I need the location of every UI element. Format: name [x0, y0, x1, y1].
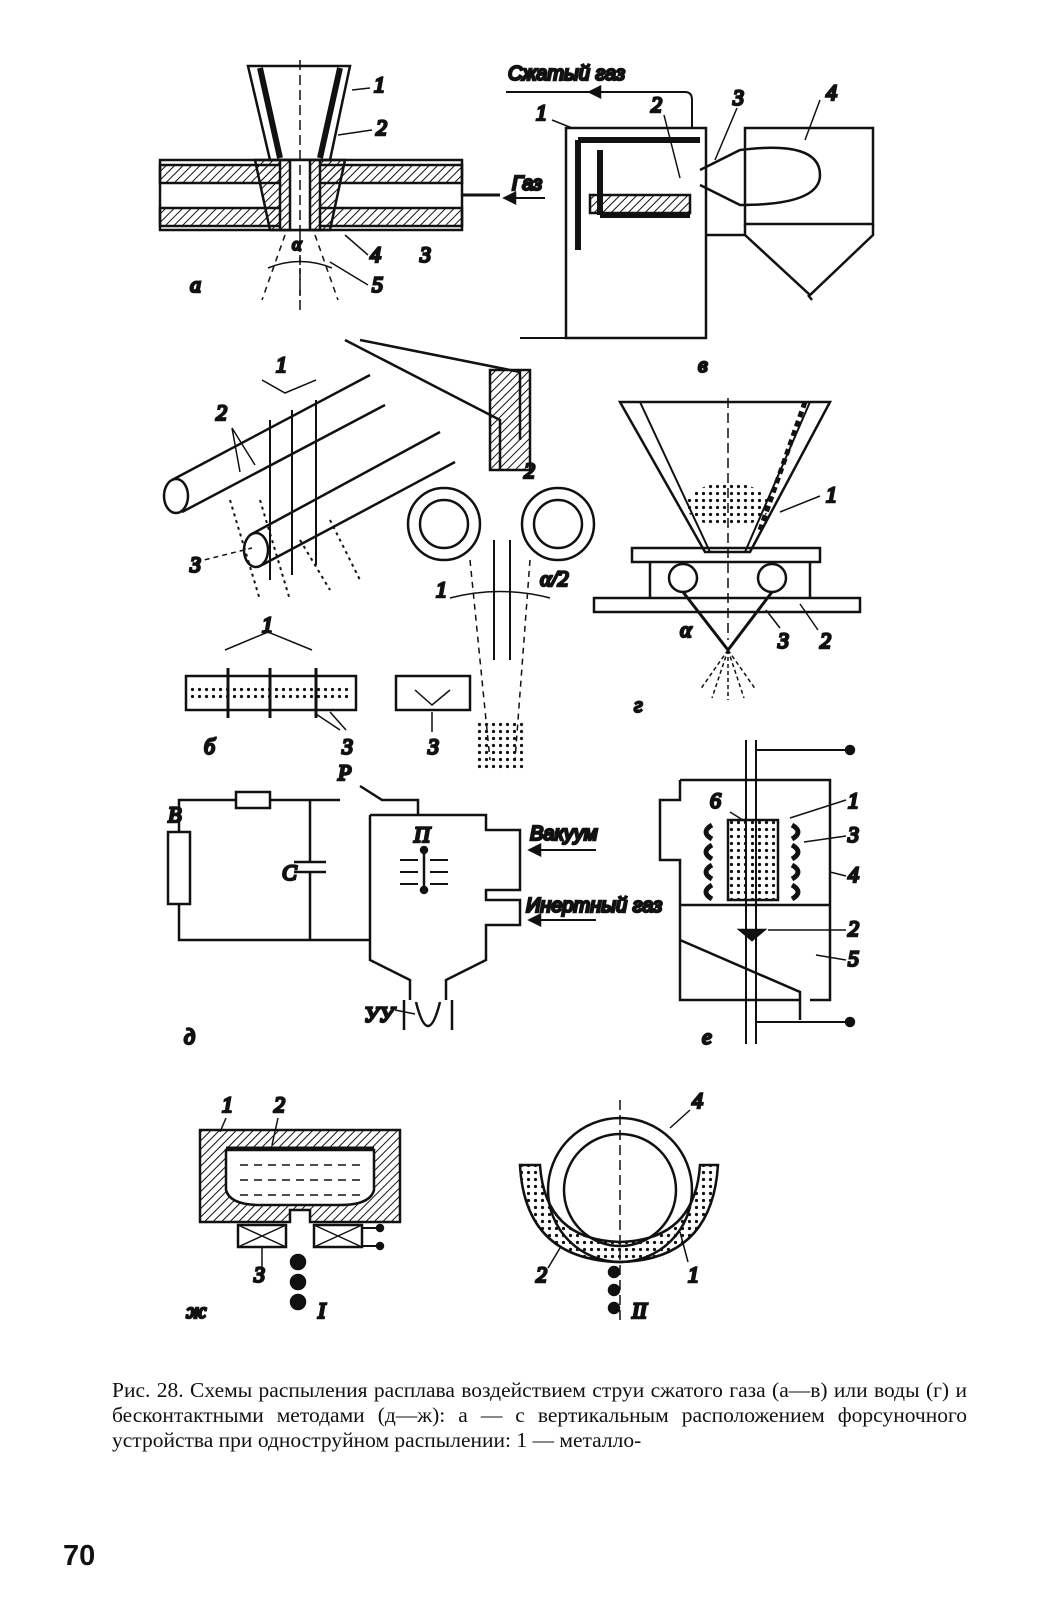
panel-b-callout-3c: 3	[427, 734, 439, 759]
panel-v-callout-4: 4	[826, 80, 837, 105]
panel-zh-letter: ж	[186, 1298, 207, 1323]
panel-e-callout-3: 3	[847, 822, 859, 847]
page-number: 70	[63, 1540, 96, 1572]
caption-prefix: Рис. 28.	[112, 1378, 184, 1402]
panel-g-callout-1: 1	[826, 482, 837, 507]
caption-text: Схемы распыления расплава воздействием с…	[112, 1378, 967, 1452]
panel-d-label-S: С	[282, 860, 297, 885]
panel-v: Сжатый газ 1 2 3 4 в	[506, 62, 875, 378]
panel-d-inert-gas-label: Инертный газ	[526, 895, 662, 917]
panel-g: 1 3 2 α г	[592, 398, 862, 718]
panel-zh-callout-4: 4	[692, 1088, 703, 1113]
panel-v-callout-3: 3	[732, 85, 744, 110]
panel-b-callout-3: 2	[216, 400, 227, 425]
panel-e-callout-5: 5	[848, 946, 859, 971]
panel-b-callout-2: 3	[189, 552, 201, 577]
panel-a-letter: а	[190, 272, 201, 297]
panel-zh-roman-I: I	[317, 1298, 327, 1323]
panel-e-callout-4: 4	[848, 862, 859, 887]
panel-d-label-UU: УУ	[364, 1002, 397, 1027]
panel-v-letter: в	[698, 352, 708, 377]
panel-g-callout-3: 3	[777, 628, 789, 653]
panel-b-callout-1b: 1	[436, 577, 447, 602]
figure-28-schemes: 1 2 3 4 5 α Газ а Сжатый газ 1 2 3 4 в	[158, 60, 875, 1324]
panel-zh-callout-1b: 1	[688, 1262, 699, 1287]
panel-zh-roman-II: II	[631, 1298, 648, 1323]
panel-b-letter: б	[204, 734, 216, 759]
panel-b-callout-1c: 1	[262, 612, 273, 637]
panel-d-label-V: В	[168, 802, 181, 827]
panel-e-letter: е	[702, 1024, 712, 1049]
panel-a-angle-label: α	[292, 234, 302, 254]
panel-a-callout-4: 4	[370, 242, 381, 267]
panel-b-callout-1: 1	[276, 352, 287, 377]
figure-caption: Рис. 28. Схемы распыления расплава возде…	[112, 1378, 967, 1453]
panel-b-callout-3b: 3	[341, 734, 353, 759]
panel-e: 6 1 3 4 2 5 е	[658, 740, 860, 1050]
panel-v-compressed-gas-label: Сжатый газ	[508, 63, 625, 85]
panel-e-callout-1: 1	[848, 788, 859, 813]
panel-a-callout-2: 2	[376, 115, 387, 140]
panel-zh-callout-2: 2	[274, 1092, 285, 1117]
panel-g-angle-label: α	[680, 617, 692, 642]
panel-zh-callout-3: 3	[253, 1262, 265, 1287]
panel-a-callout-5: 5	[372, 272, 383, 297]
panel-d-label-R: Р	[337, 760, 351, 785]
panel-zh-callout-2b: 2	[536, 1262, 547, 1287]
panel-d-vacuum-label: Вакуум	[530, 823, 598, 845]
panel-a-gas-label: Газ	[512, 173, 542, 195]
panel-v-callout-2: 2	[651, 92, 662, 117]
panel-zh: 1 2 3 4 2 1 I II ж	[185, 1087, 720, 1324]
panel-d-letter: д	[184, 1024, 195, 1049]
panel-a: 1 2 3 4 5 α Газ а	[158, 60, 545, 315]
panel-e-callout-2: 2	[848, 916, 859, 941]
panel-d: В С Р П УУ Вакуум Инертный газ д	[166, 759, 664, 1050]
panel-d-label-P: П	[413, 822, 431, 847]
panel-zh-callout-1: 1	[222, 1092, 233, 1117]
panel-b: 1 2 3 2 1 1 3 3 α/2 б	[162, 338, 596, 770]
panel-g-letter: г	[634, 692, 643, 717]
panel-b-callout-2b: 2	[524, 458, 535, 483]
panel-e-callout-6: 6	[710, 788, 721, 813]
panel-a-callout-1: 1	[374, 72, 385, 97]
panel-v-callout-1: 1	[536, 100, 547, 125]
panel-a-callout-3: 3	[419, 242, 431, 267]
panel-g-callout-2: 2	[820, 628, 831, 653]
panel-b-angle-label: α/2	[540, 566, 569, 591]
